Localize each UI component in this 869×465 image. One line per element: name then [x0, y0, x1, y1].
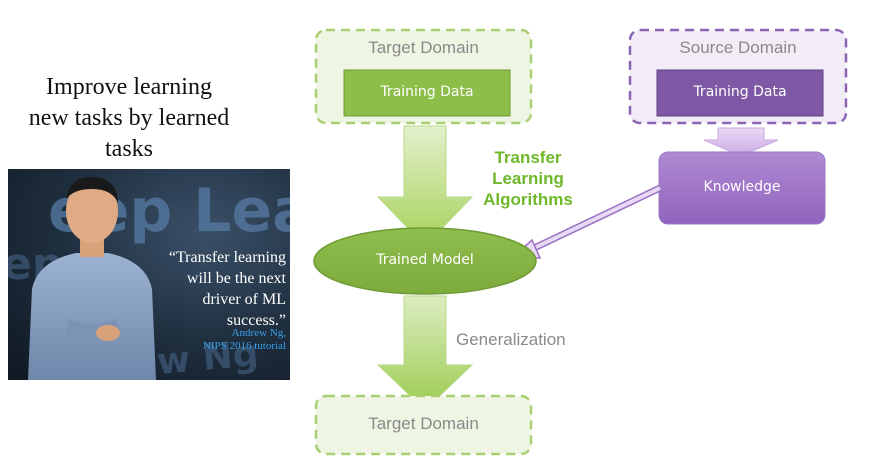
caption-line-3: tasks: [105, 136, 153, 162]
knowledge-label: Knowledge: [703, 179, 781, 195]
transfer-learning-algorithms-label: Transfer Learning Algorithms: [466, 147, 590, 210]
caption-line-1: Improve learning: [46, 74, 212, 100]
generalization-arrow: [376, 295, 474, 411]
photo-background: eep Learnin ep w Ng: [8, 176, 290, 380]
quote-line: driver of ML: [202, 291, 286, 308]
target-training-data-label: Training Data: [380, 84, 474, 100]
caption-line-2: new tasks by learned: [28, 105, 230, 131]
quote-line: success.”: [226, 312, 286, 329]
author-event: NIPS 2016 tutorial: [202, 340, 286, 352]
target-training-data-box: [343, 69, 511, 117]
caption-text: Improve learning new tasks by learned ta…: [0, 72, 258, 165]
target-domain-bottom-title: Target Domain: [368, 414, 479, 433]
quote-line: “Transfer learning: [168, 249, 286, 266]
quote-author: Andrew Ng, NIPS 2016 tutorial: [146, 327, 286, 353]
tl-line-1: Transfer: [494, 148, 562, 167]
target-domain-bottom-container: [314, 394, 533, 456]
speaker-photo: eep Learnin ep w Ng “Transfer learning w…: [8, 169, 290, 380]
trained-model-label: Trained Model: [376, 252, 474, 268]
tl-line-3: Algorithms: [483, 190, 573, 209]
quote-text: “Transfer learning will be the next driv…: [136, 247, 286, 331]
training-arrow: [376, 125, 474, 247]
generalization-label: Generalization: [456, 330, 566, 349]
source-domain-title: Source Domain: [679, 38, 797, 57]
author-name: Andrew Ng,: [231, 327, 286, 339]
source-to-knowledge-arrow: [703, 127, 779, 157]
bg-text-3: w Ng: [155, 333, 260, 380]
source-training-data-label: Training Data: [693, 84, 787, 100]
person-figure: [28, 176, 156, 380]
tl-line-2: Learning: [492, 169, 564, 188]
target-domain-top-title: Target Domain: [368, 38, 479, 57]
source-training-data-box: [656, 69, 824, 117]
quote-line: will be the next: [186, 270, 286, 287]
trained-model-ellipse: [313, 227, 537, 295]
